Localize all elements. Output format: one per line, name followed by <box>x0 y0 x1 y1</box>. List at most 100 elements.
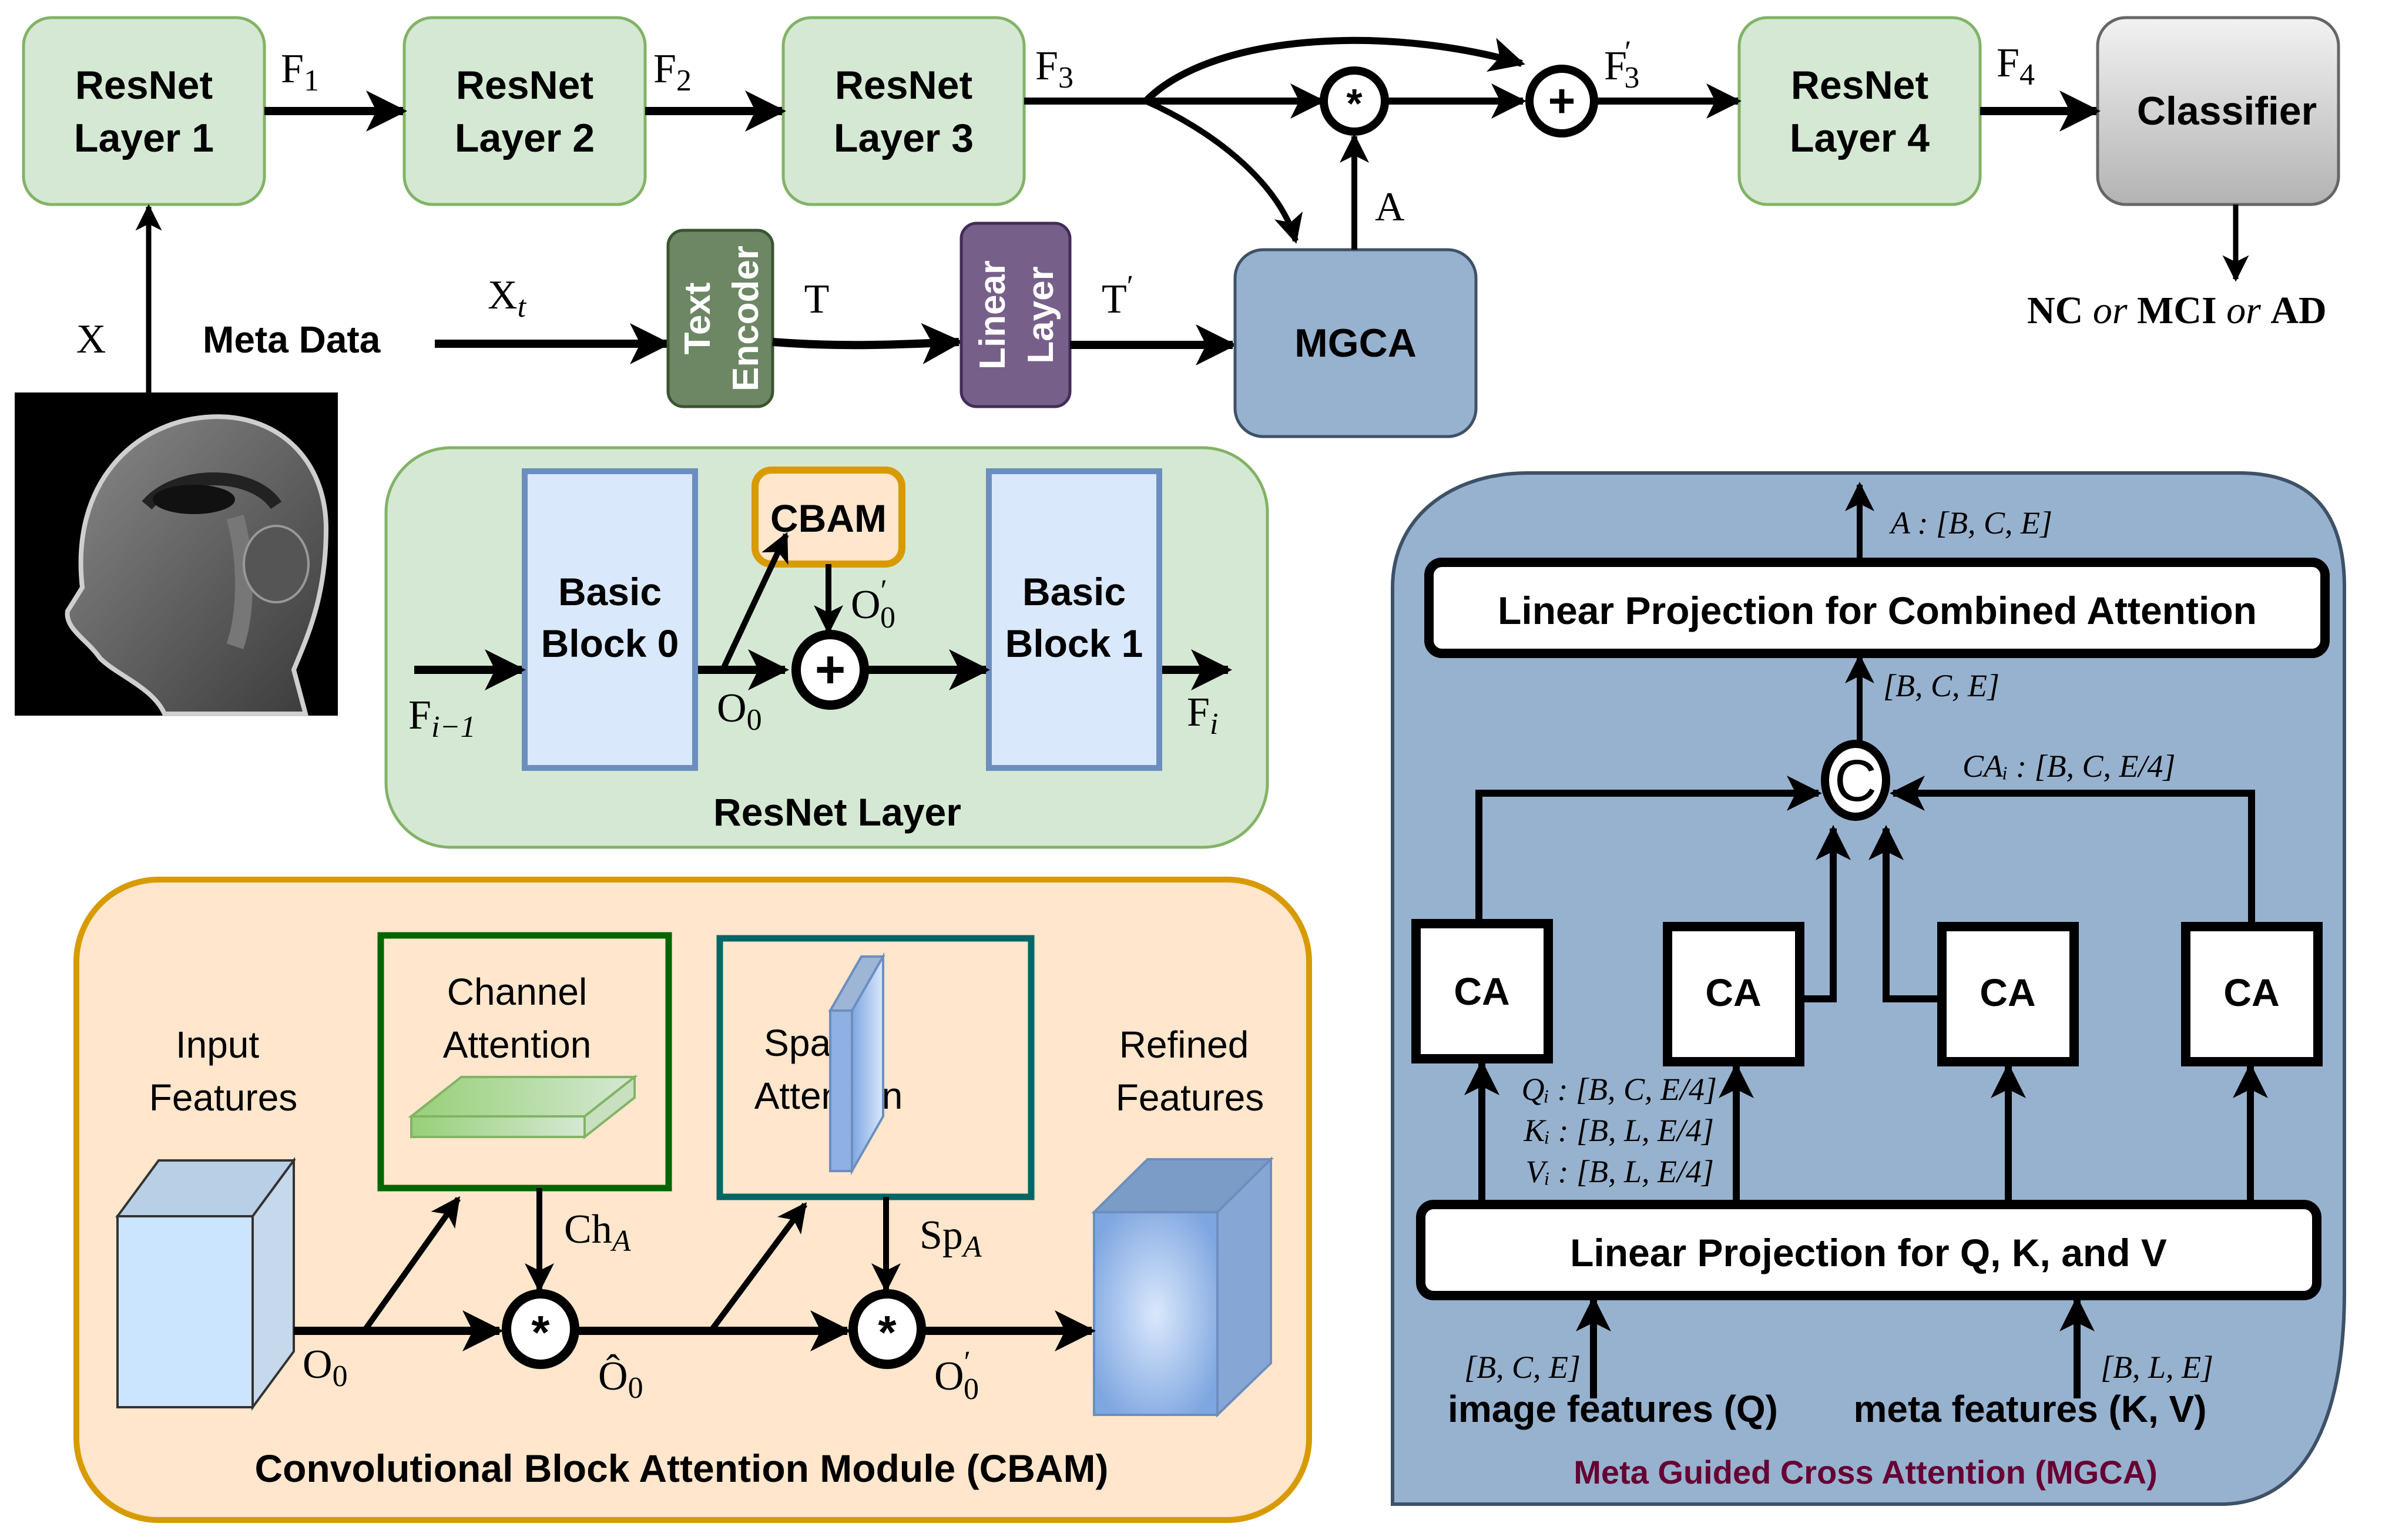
cbam-multiply-symbol-1: * <box>531 1306 550 1358</box>
concat-operator: C <box>1821 740 1890 821</box>
label-o0: O0 <box>717 686 762 737</box>
add-symbol: + <box>1548 75 1576 127</box>
cbam-multiply-operator-1: * <box>502 1289 579 1369</box>
mgca-panel-title: Meta Guided Cross Attention (MGCA) <box>1574 1454 2157 1491</box>
arrow-text-encoder-to-linear <box>772 323 963 364</box>
ca-block-1: CA <box>1411 919 1553 1063</box>
resnet-layer-2: ResNet Layer 2 <box>402 16 647 206</box>
ca-block-4-label: CA <box>2223 971 2279 1014</box>
mgca-output-dim: A : [B, C, E] <box>1889 505 2052 541</box>
label-cbam-o0-prime: O′0 <box>934 1346 979 1406</box>
input-features-line1: Input <box>176 1024 260 1066</box>
text-encoder-line2: Encoder <box>726 246 766 391</box>
label-ch-a: ChA <box>564 1207 631 1258</box>
label-xt: Xt <box>488 273 527 324</box>
basic-block-1-line1: Basic <box>1022 570 1126 613</box>
label-f4: F4 <box>1997 41 2035 92</box>
connector-ca2-to-concat <box>1800 825 1851 1002</box>
label-f3-prime: F′3 <box>1604 35 1639 95</box>
basic-block-0-line1: Basic <box>558 570 662 613</box>
channel-attention-slab-icon <box>408 1074 638 1140</box>
ca-output-dim: CAᵢ : [B, C, E/4] <box>1962 749 2176 784</box>
combined-projection-box: Linear Projection for Combined Attention <box>1424 558 2330 658</box>
image-features-label: image features (Q) <box>1448 1388 1778 1430</box>
brain-mri-image <box>15 392 338 716</box>
connector-ca1-to-concat <box>1475 776 1822 924</box>
label-o0-prime: O′0 <box>851 574 895 635</box>
image-features-dim: [B, C, E] <box>1464 1350 1581 1385</box>
multiply-symbol: * <box>1346 80 1363 126</box>
label-x: X <box>76 317 106 362</box>
cbam-multiply-symbol-2: * <box>878 1306 897 1358</box>
ca-block-3: CA <box>1937 922 2079 1066</box>
refined-features-line1: Refined <box>1119 1024 1249 1066</box>
input-features-line2: Features <box>149 1076 298 1119</box>
label-f3: F3 <box>1035 43 1073 95</box>
ca-block-2-label: CA <box>1705 971 1761 1014</box>
mgca-label: MGCA <box>1294 321 1417 365</box>
q-dim: Qᵢ : [B, C, E/4] <box>1521 1072 1717 1107</box>
resnet-layer-panel: ResNet Layer Basic Block 0 Basic Block 1… <box>384 446 1269 849</box>
classifier-label: Classifier <box>2137 89 2317 133</box>
text-encoder-line1: Text <box>677 283 718 355</box>
top-pipeline: ResNet Layer 1 ResNet Layer 2 ResNet Lay… <box>15 16 2340 716</box>
resnet-add-symbol: + <box>815 640 846 699</box>
concat-symbol: C <box>1834 748 1877 814</box>
resnet-layer-3-line1: ResNet <box>835 63 972 108</box>
cbam-panel-title: Convolutional Block Attention Module (CB… <box>254 1447 1108 1490</box>
linear-layer-line1: Linear <box>972 260 1013 370</box>
arrow-to-spatial-attention <box>708 1202 808 1333</box>
resnet-layer-3: ResNet Layer 3 <box>781 16 1026 206</box>
cbam-panel: Convolutional Block Attention Module (CB… <box>73 877 1312 1523</box>
resnet-layer-1-line2: Layer 1 <box>74 116 214 160</box>
connector-ca3-to-concat <box>1868 825 1942 1002</box>
channel-attention-line1: Channel <box>447 971 587 1013</box>
label-fi: Fi <box>1187 690 1218 741</box>
meta-features-label: meta features (K, V) <box>1853 1388 2206 1430</box>
arrow-f3-to-mgca <box>1144 98 1303 244</box>
label-fi-minus-1: Fi−1 <box>408 693 475 744</box>
k-dim: Kᵢ : [B, L, E/4] <box>1523 1113 1714 1148</box>
basic-block-0: Basic Block 0 <box>522 468 698 771</box>
qkv-projection-label: Linear Projection for Q, K, and V <box>1570 1231 2167 1274</box>
spatial-attention-box: Spatial Attention <box>716 935 1035 1200</box>
ca-block-2: CA <box>1663 922 1804 1066</box>
resnet-layer-4: ResNet Layer 4 <box>1737 16 1982 206</box>
concat-dim: [B, C, E] <box>1883 668 1999 703</box>
classification-output: NC or MCI or AD <box>2027 289 2327 332</box>
label-f2: F2 <box>653 46 692 98</box>
linear-layer-box: Linear Layer <box>959 222 1072 408</box>
text-encoder-box: Text Encoder <box>666 229 774 408</box>
multiply-operator: * <box>1320 66 1389 136</box>
linear-layer-line2: Layer <box>1021 266 1061 363</box>
v-dim: Vᵢ : [B, L, E/4] <box>1525 1154 1714 1189</box>
resnet-add-operator: + <box>791 630 869 710</box>
resnet-layer-2-line2: Layer 2 <box>455 116 595 160</box>
mgca-box: MGCA <box>1233 248 1478 438</box>
ca-block-3-label: CA <box>1980 971 2035 1014</box>
label-t-prime: T′ <box>1102 270 1133 322</box>
spatial-attention-slab-icon <box>828 952 885 1176</box>
arrow-f3-skip-to-add <box>1143 36 1525 104</box>
connector-ca4-to-concat <box>1890 776 2255 927</box>
classifier-box: Classifier <box>2096 16 2340 206</box>
label-t: T <box>804 277 830 322</box>
arrow-o0-to-cbam <box>720 532 789 672</box>
ca-block-1-label: CA <box>1454 969 1509 1013</box>
combined-projection-label: Linear Projection for Combined Attention <box>1498 589 2257 632</box>
channel-attention-box: Channel Attention <box>377 932 672 1192</box>
label-o0-hat: Ô0 <box>598 1354 643 1405</box>
cbam-small-label: CBAM <box>770 496 887 540</box>
refined-features-cube-icon <box>1091 1156 1274 1418</box>
ca-block-4: CA <box>2181 922 2323 1066</box>
resnet-layer-panel-title: ResNet Layer <box>713 790 961 834</box>
resnet-layer-3-line2: Layer 3 <box>834 116 974 160</box>
resnet-layer-2-line1: ResNet <box>456 63 593 108</box>
label-a: A <box>1375 184 1405 230</box>
mgca-panel: Meta Guided Cross Attention (MGCA) A : [… <box>1391 471 2346 1506</box>
meta-features-dim: [B, L, E] <box>2101 1350 2213 1385</box>
add-operator: + <box>1525 65 1598 137</box>
basic-block-1: Basic Block 1 <box>986 468 1162 771</box>
label-f1: F1 <box>281 46 319 98</box>
resnet-layer-1: ResNet Layer 1 <box>22 16 266 206</box>
